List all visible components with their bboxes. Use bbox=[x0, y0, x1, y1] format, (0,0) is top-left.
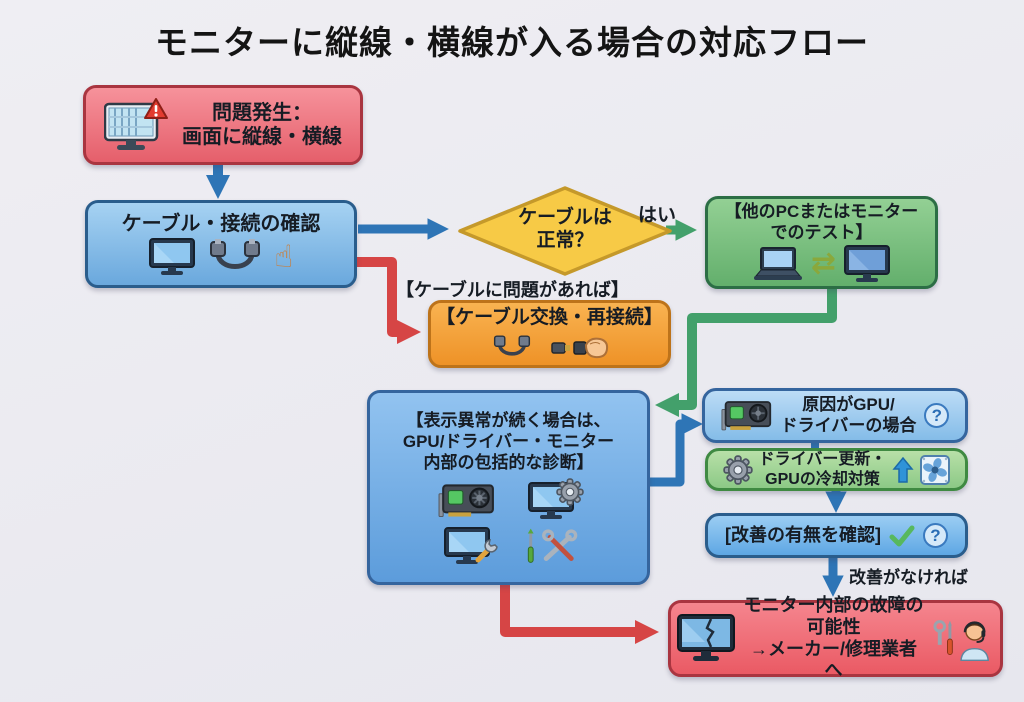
laptop-icon bbox=[753, 247, 803, 281]
cable-check-label: ケーブル・接続の確認 bbox=[121, 212, 321, 235]
up-arrow-icon bbox=[892, 456, 914, 483]
node-improvement-check: [改善の有無を確認] ? bbox=[705, 513, 968, 558]
question-icon: ? bbox=[924, 403, 950, 428]
question-icon: ? bbox=[923, 523, 948, 548]
monitor-icon bbox=[844, 245, 891, 283]
decision-cable-ok: ケーブルは 正常？ bbox=[518, 207, 612, 252]
test-other-pc-label: 【他のPCまたはモニター でのテスト】 bbox=[724, 201, 919, 242]
repair-tools-icon bbox=[523, 526, 579, 566]
driver-update-label: ドライバー更新・ GPUの冷却対策 bbox=[758, 450, 887, 488]
tap-hand-icon: ☝ bbox=[274, 238, 294, 275]
page-title: モニターに縦線・横線が入る場合の対応フロー bbox=[155, 24, 869, 61]
node-test-other-pc: 【他のPCまたはモニター でのテスト】 ⇄ bbox=[705, 196, 938, 289]
edge-label-cable-problem: 【ケーブルに問題があれば】 bbox=[396, 280, 629, 300]
node-gpu-cause: 原因がGPU/ ドライバーの場合 ? bbox=[702, 388, 968, 443]
arrow-cablecheck-to-swap bbox=[356, 257, 421, 344]
gear-icon bbox=[722, 454, 753, 485]
cracked-monitor-icon bbox=[677, 613, 735, 664]
monitor-icon bbox=[148, 238, 195, 276]
problem-label: 問題発生： 画面に縦線・横線 bbox=[182, 101, 342, 148]
decision-diamond-shape bbox=[458, 186, 672, 276]
monitor-lines-warning-icon bbox=[104, 97, 168, 153]
cable-swap-label: 【ケーブル交換・再接続】 bbox=[436, 307, 663, 329]
node-cable-check: ケーブル・接続の確認 ☝ bbox=[85, 200, 357, 288]
gpu-card-icon bbox=[438, 483, 496, 519]
usb-cable-icon bbox=[207, 239, 263, 275]
gpu-card-icon bbox=[721, 400, 773, 432]
arrow-test-to-diagnosis bbox=[655, 289, 837, 418]
edge-label-yes: はい bbox=[638, 205, 677, 226]
node-monitor-failure: モニター内部の故障の可能性 →メーカー/修理業者へ bbox=[668, 595, 1003, 680]
plug-hand-icon bbox=[550, 332, 610, 362]
arrow-diagnosis-to-failure bbox=[500, 584, 659, 644]
swap-arrows-icon: ⇄ bbox=[810, 246, 837, 282]
diagnosis-label: 【表示異常が続く場合は、 GPU/ドライバー・モニター 内部の包括的な診断】 bbox=[402, 411, 615, 472]
check-icon bbox=[889, 525, 915, 547]
node-cable-swap: 【ケーブル交換・再接続】 bbox=[428, 300, 671, 368]
cable-icon bbox=[490, 334, 534, 360]
monitor-failure-label: モニター内部の故障の可能性 →メーカー/修理業者へ bbox=[743, 594, 924, 681]
monitor-wrench-icon bbox=[443, 526, 498, 565]
node-diagnosis: 【表示異常が続く場合は、 GPU/ドライバー・モニター 内部の包括的な診断】 bbox=[367, 390, 650, 585]
arrow-diagnosis-to-gpucause bbox=[646, 413, 703, 487]
monitor-gear-icon bbox=[527, 477, 584, 520]
node-driver-update: ドライバー更新・ GPUの冷却対策 bbox=[705, 448, 968, 491]
improvement-check-label: [改善の有無を確認] bbox=[725, 524, 881, 545]
fan-icon bbox=[920, 454, 951, 485]
node-problem: 問題発生： 画面に縦線・横線 bbox=[83, 85, 363, 165]
gpu-cause-label: 原因がGPU/ ドライバーの場合 bbox=[780, 394, 917, 435]
support-technician-icon bbox=[932, 617, 994, 661]
edge-label-no-improvement: 改善がなければ bbox=[849, 568, 968, 587]
